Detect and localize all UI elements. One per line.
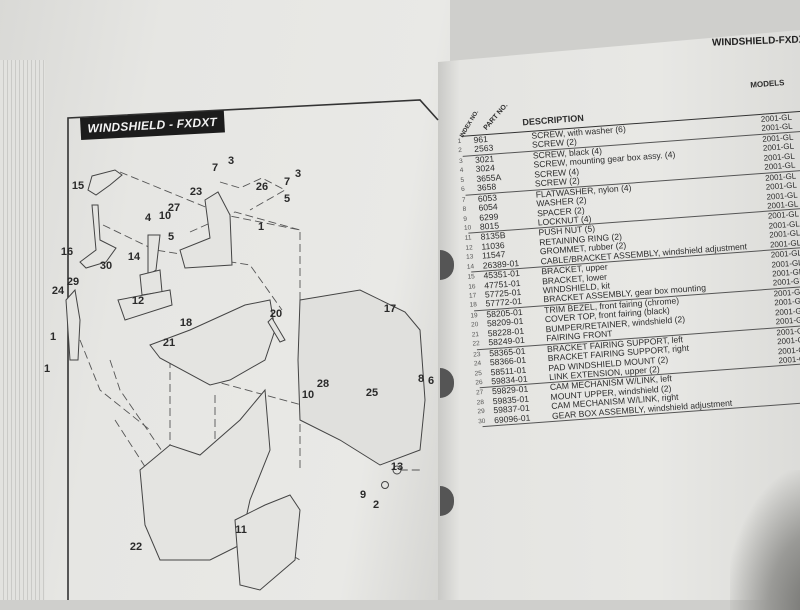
part-trim-bezel (234, 494, 301, 591)
callout-number: 26 (255, 181, 269, 193)
callout-number: 3 (294, 168, 302, 180)
callout-number: 24 (51, 285, 65, 297)
callout-number: 5 (167, 231, 175, 243)
callout-number: 21 (162, 337, 176, 349)
callout-number: 13 (390, 461, 404, 473)
callout-number: 17 (383, 303, 397, 315)
index-cell: 10 (463, 224, 472, 232)
models-cell: 2001-GL (775, 315, 800, 327)
callout-number: 3 (227, 155, 235, 167)
callout-number: 16 (60, 246, 74, 258)
callout-number: 1 (49, 331, 57, 343)
index-cell: 26 (475, 378, 483, 387)
callout-number: 2 (372, 499, 380, 511)
binder-hole (440, 486, 454, 516)
callout-number: 30 (99, 260, 113, 272)
part-fairing-front (139, 388, 271, 561)
binder-hole (440, 368, 454, 398)
part-lower-bracket (79, 204, 117, 269)
callout-number: 1 (257, 221, 265, 233)
callout-number: 20 (269, 308, 283, 320)
models-cell: 2001-GL (772, 276, 800, 288)
callout-number: 6 (427, 375, 435, 387)
callout-number: 23 (189, 186, 203, 198)
index-cell: 30 (477, 417, 486, 426)
callout-number: 10 (301, 389, 315, 401)
callout-number: 10 (158, 210, 172, 222)
part-upper-bracket (87, 169, 123, 196)
col-models: MODELS (749, 78, 785, 90)
callout-number: 15 (71, 180, 85, 192)
callout-number: 12 (131, 295, 145, 307)
callout-number: 11 (235, 524, 247, 536)
callout-number: 7 (211, 162, 219, 174)
part-support-bracket (179, 191, 233, 269)
col-part-no: PART NO. (482, 102, 510, 132)
index-cell: 14 (466, 262, 475, 271)
callout-number: 4 (144, 212, 152, 224)
callout-number: 25 (365, 387, 379, 399)
callout-number: 9 (359, 489, 367, 501)
col-description: DESCRIPTION (522, 112, 585, 128)
callout-number: 18 (179, 317, 193, 329)
binder-hole (440, 250, 454, 280)
callout-number: 14 (127, 251, 141, 263)
models-cell: 2001-GL (778, 353, 800, 366)
index-cell: 18 (469, 301, 478, 310)
part-gearbox-bracket (117, 289, 173, 321)
part-bracket-left (65, 288, 81, 361)
callout-number: 28 (316, 378, 330, 390)
part-windshield (297, 289, 426, 466)
callout-number: 7 (283, 176, 291, 188)
callout-number: 5 (283, 193, 291, 205)
part-cover-top (149, 299, 276, 386)
diagram-frame (67, 99, 439, 600)
callout-number: 22 (129, 541, 143, 553)
index-cell: 22 (472, 340, 480, 348)
shadow (730, 470, 800, 610)
callout-number: 1 (43, 363, 51, 375)
page-stack-edges (0, 60, 45, 600)
index-cell: 6 (460, 185, 466, 194)
callout-number: 8 (417, 373, 425, 385)
part-cable-bracket (147, 234, 161, 276)
callout-number: 27 (167, 202, 181, 214)
index-cell: 2 (458, 147, 463, 155)
callout-number: 29 (66, 276, 80, 288)
